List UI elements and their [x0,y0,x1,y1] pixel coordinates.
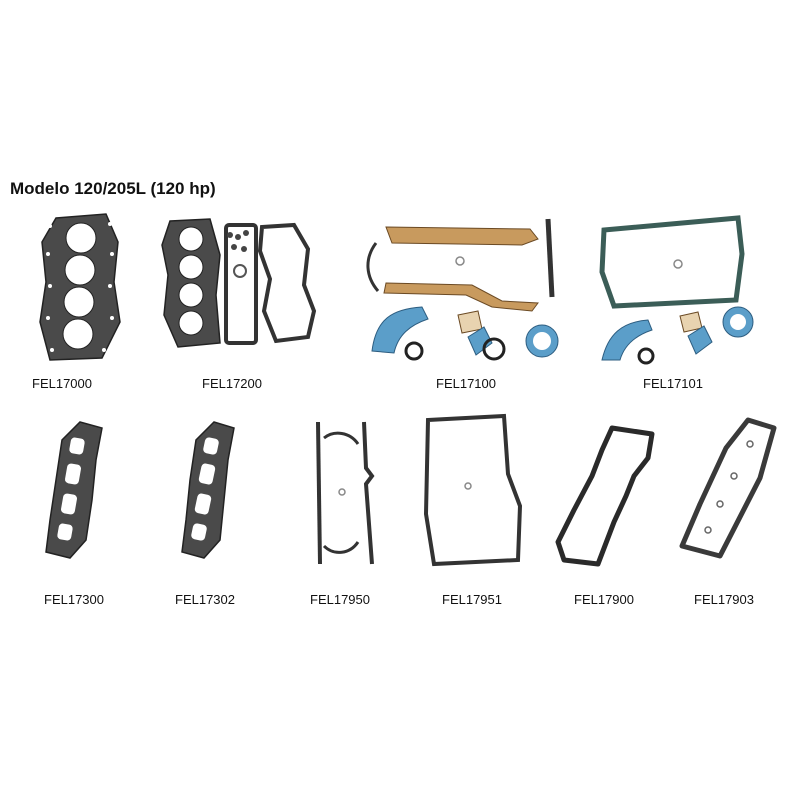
part-code-label: FEL17300 [44,592,104,607]
gasket-image-fel17000[interactable] [36,212,126,362]
gasket-image-fel17302[interactable] [176,420,242,562]
gasket-image-fel17300[interactable] [40,420,110,562]
gasket-image-fel17900[interactable] [554,424,660,568]
oil-pan-gasket-set-drawing [316,421,375,565]
manifold-gasket-drawing [181,421,235,559]
oil-pan-gasket-drawing [423,413,523,567]
valve-cover-gasket-drawing [555,425,655,567]
part-code-label: FEL17950 [310,592,370,607]
gasket-image-fel17903[interactable] [676,417,780,564]
full-gasket-set-drawing [599,215,754,365]
part-code-label: FEL17900 [574,592,634,607]
part-code-label: FEL17302 [175,592,235,607]
part-code-label: FEL17951 [442,592,502,607]
part-code-label: FEL17000 [32,376,92,391]
gasket-image-fel17200[interactable] [158,215,328,350]
gasket-image-fel17950[interactable] [310,418,382,568]
page-title: Modelo 120/205L (120 hp) [10,179,216,198]
part-code-label: FEL17101 [643,376,703,391]
gasket-image-fel17951[interactable] [422,413,524,567]
head-gasket-set-drawing [161,218,317,348]
head-gasket-drawing [39,213,121,361]
manifold-gasket-drawing [45,421,103,559]
part-code-label: FEL17100 [436,376,496,391]
valve-cover-gasket-drawing [679,417,777,559]
part-code-label: FEL17200 [202,376,262,391]
part-code-label: FEL17903 [694,592,754,607]
gasket-image-fel17101[interactable] [598,212,760,365]
gasket-image-fel17100[interactable] [362,215,562,365]
full-gasket-set-drawing [366,218,559,361]
